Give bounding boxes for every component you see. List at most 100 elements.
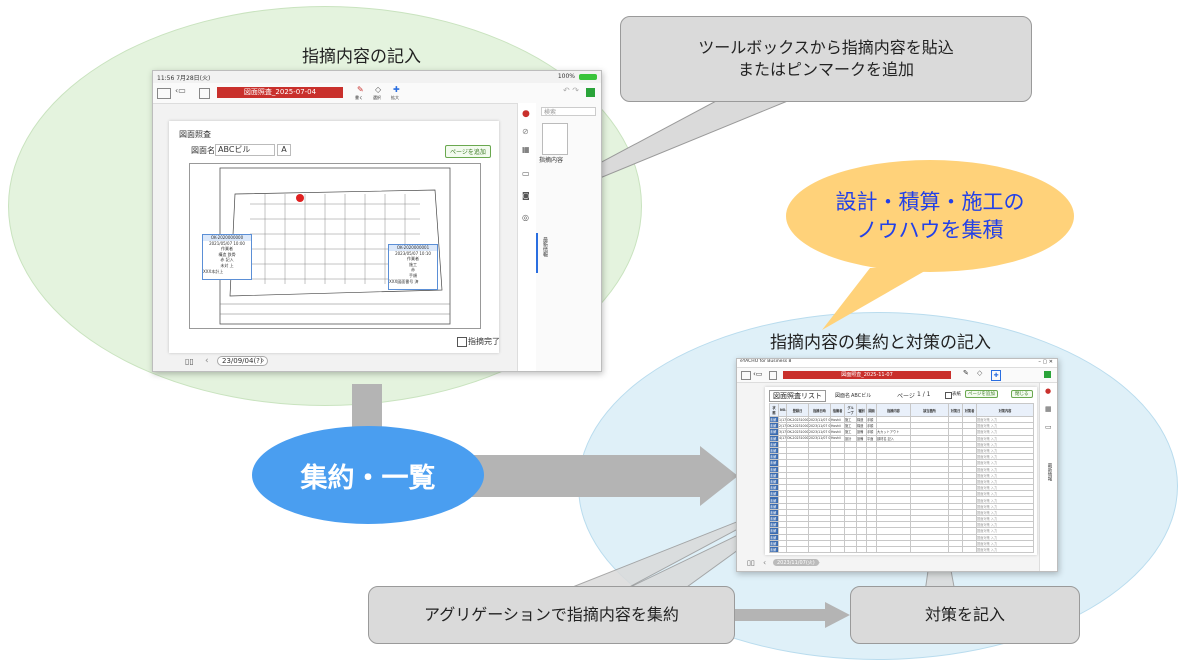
note-right-line7: XXX図面番号 済 [389, 278, 419, 284]
page-indicator[interactable]: 23/09/04(?) [217, 356, 268, 366]
table-row[interactable]: 未解図面対策 入力 [769, 440, 1034, 448]
note-card-right[interactable]: OK-2020000001 2023/05/07 10:10 作業者 施工 赤 … [388, 244, 438, 290]
column-header: 指摘日時 [808, 403, 831, 417]
table-cell [962, 545, 977, 554]
right-list-page: 図面照査リスト 図面名 ABCビル ページ 1 / 1 表紙 ページを追加 閉じ… [765, 387, 1037, 555]
right-zoom-icon[interactable]: ✚ [991, 370, 1001, 381]
page-label: ページ [897, 393, 915, 400]
column-header: グループ [844, 403, 857, 417]
note-left-line2: 2021/05/07 10:00 [209, 240, 245, 246]
right-page-indicator[interactable]: 2023/11/07(火) [773, 559, 819, 566]
right-book-icon[interactable]: ▯▯ [747, 559, 755, 567]
drawing-name-field[interactable]: ABCビル [215, 144, 275, 156]
column-header: 図面 [866, 403, 877, 417]
page-icon[interactable] [199, 88, 210, 99]
aggregation-to-countermeasure-arrow-body [733, 609, 825, 621]
right-drawing-name-label: 図面名 [835, 393, 851, 399]
column-header: 対策内容 [976, 403, 1034, 417]
green-status-icon [586, 88, 595, 97]
undo-icon[interactable]: ↶ ↷ [563, 86, 579, 95]
eraser-tool-icon[interactable]: ◇ [375, 85, 382, 94]
right-sidebar-toggle-icon[interactable] [741, 371, 751, 380]
column-header: 対策者 [962, 403, 977, 417]
right-pen-icon[interactable]: ✎ [963, 369, 969, 377]
side-tab-indicator [536, 233, 538, 273]
prev-page-icon[interactable]: ‹ [205, 356, 209, 366]
thumbnail-label: 指摘内容 [539, 157, 564, 164]
flow-arrow-head [700, 446, 738, 506]
back-folder-icon[interactable]: ‹▭ [175, 86, 186, 95]
table-cell [778, 545, 787, 554]
column-header: 状態 [769, 403, 779, 417]
link-icon[interactable]: ⊘ [522, 127, 529, 136]
sidebar-toggle-icon[interactable] [157, 88, 171, 99]
right-page-icon[interactable] [769, 371, 777, 380]
search-input[interactable]: 検索 [541, 107, 596, 116]
column-header: 指摘内容 [876, 403, 911, 417]
table-row[interactable]: 未解図面対策 入力 [769, 545, 1034, 554]
battery-icon [579, 74, 597, 80]
note-card-left[interactable]: OK-2020000000 2021/05/07 10:00 作業者 構造 鉄骨… [202, 234, 252, 280]
right-next-page-icon[interactable]: › [817, 558, 821, 567]
right-tool-sidebar: ● ▦ ▭ 最新情報 [1039, 383, 1057, 571]
left-app-screenshot: 11:56 7月28日(火) 100% ‹▭ 図面照査_2025-07-04 ✎… [152, 70, 602, 372]
add-page-button[interactable]: ページを追加 [445, 145, 491, 158]
right-add-page-button[interactable]: ページを追加 [965, 390, 998, 398]
knowhow-bubble-tail [822, 268, 930, 330]
knowhow-bubble-line2: ノウハウを集積 [856, 218, 1004, 242]
right-back-folder-icon[interactable]: ‹▭ [753, 370, 763, 378]
knowhow-bubble-line1: 設計・積算・施工の [835, 189, 1025, 214]
pin-mark [296, 194, 304, 202]
left-toolbar: ‹▭ 図面照査_2025-07-04 ✎ 書く ◇ 選択 ✚ 拡大 ↶ ↷ [153, 83, 601, 104]
right-section-title: 指摘内容の集約と対策の記入 [770, 333, 991, 353]
camera-icon[interactable]: ◙ [522, 191, 530, 200]
drawing-name-label: 図面名 [191, 146, 215, 155]
next-page-icon[interactable]: › [261, 356, 265, 366]
left-doc-tab[interactable]: 図面照査_2025-07-04 [217, 87, 343, 98]
note-right-line4: 施工 [409, 261, 417, 267]
drawing-rev-field[interactable]: A [277, 144, 291, 156]
right-doc-tab[interactable]: 図面照査_2025-11-07 [783, 371, 951, 379]
right-eraser-icon[interactable]: ◇ [977, 369, 983, 377]
table-cell [866, 545, 877, 554]
book-icon[interactable]: ▯▯ [185, 357, 194, 366]
right-grid-icon[interactable]: ▦ [1045, 405, 1052, 413]
right-app-screenshot: eYACHO for Business 8 – ▢ ✕ ‹▭ 図面照査_2025… [736, 358, 1058, 572]
cover-checkbox-label: 表紙 [952, 392, 961, 397]
note-right-line1: OK-2020000001 [389, 245, 437, 251]
page-thumbnail[interactable] [542, 123, 568, 155]
pen-tool-icon[interactable]: ✎ [357, 85, 364, 94]
user-icon[interactable]: ● [522, 109, 530, 119]
cover-checkbox[interactable] [945, 392, 952, 399]
completed-checkbox-label: 指摘完了 [468, 337, 500, 346]
right-user-icon[interactable]: ● [1045, 387, 1052, 395]
completed-checkbox[interactable] [457, 337, 467, 347]
table-cell [910, 545, 949, 554]
close-button[interactable]: 閉じる [1011, 390, 1033, 398]
table-row[interactable]: 未解図面対策 入力 [769, 465, 1034, 473]
grid-icon[interactable]: ▦ [522, 145, 530, 154]
aggregation-callout: アグリゲーションで指摘内容を集約 [368, 586, 735, 644]
table-row[interactable]: 未解図面対策 入力 [769, 514, 1034, 523]
stamp-icon[interactable]: ▭ [522, 169, 530, 178]
settings-icon[interactable]: ◎ [522, 213, 529, 222]
column-header: 指摘者 [830, 403, 845, 417]
table-cell [830, 545, 845, 554]
zoom-tool-icon[interactable]: ✚ [393, 85, 400, 94]
table-cell [876, 545, 911, 554]
page-value: 1 / 1 [917, 391, 931, 398]
right-app-title: eYACHO for Business 8 [740, 359, 792, 364]
right-side-tab[interactable]: 最新情報 [1047, 463, 1052, 481]
toolbar-item-write: 書く [355, 95, 363, 100]
right-drawing-name-value: ABCビル [851, 393, 872, 399]
right-stamp-icon[interactable]: ▭ [1045, 423, 1052, 431]
toolbar-item-zoom: 拡大 [391, 95, 399, 100]
flow-arrow-body [470, 455, 700, 497]
window-controls-icon[interactable]: – ▢ ✕ [1038, 359, 1053, 365]
column-header: NO. [778, 403, 787, 417]
right-prev-page-icon[interactable]: ‹ [763, 558, 767, 567]
right-toolbar: ‹▭ 図面照査_2025-11-07 ✎ ◇ ✚ [737, 368, 1057, 383]
table-row[interactable]: 未解図面対策 入力 [769, 521, 1034, 529]
right-green-status-icon [1044, 371, 1051, 378]
left-side-tab[interactable]: 最新情報 [542, 237, 548, 257]
